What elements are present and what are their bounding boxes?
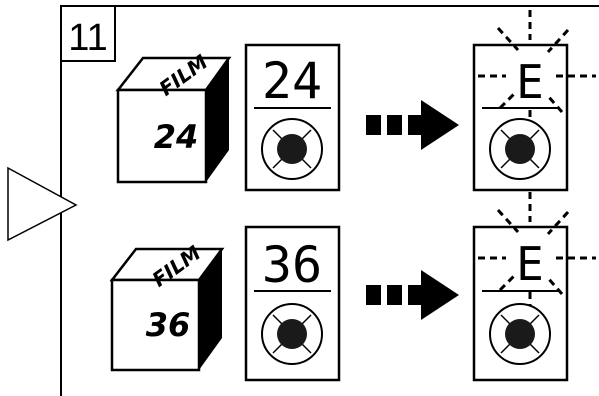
round-shutter-button-icon xyxy=(262,119,322,179)
row-2: FILM 36 36 E xyxy=(112,192,596,380)
round-shutter-button-icon xyxy=(490,304,550,364)
counter-display: E xyxy=(516,237,544,291)
film-cartridge-36: FILM 36 xyxy=(112,241,222,370)
counter-display: 36 xyxy=(262,236,322,294)
step-number: 11 xyxy=(68,17,107,59)
counter-display: 24 xyxy=(262,52,322,110)
cartridge-count: 24 xyxy=(154,118,199,156)
cartridge-count: 36 xyxy=(146,306,191,344)
counter-panel-after: E xyxy=(474,192,596,380)
round-shutter-button-icon xyxy=(490,119,550,179)
triangle-pointer-icon xyxy=(8,168,76,240)
step-number-box: 11 xyxy=(61,6,115,61)
counter-display: E xyxy=(516,55,544,109)
row-1: FILM 24 24 E xyxy=(118,10,596,190)
dashed-right-arrow-icon xyxy=(366,100,459,150)
counter-panel-before: 36 xyxy=(246,227,339,380)
dashed-right-arrow-icon xyxy=(366,270,459,320)
counter-panel-after: E xyxy=(474,10,596,190)
round-shutter-button-icon xyxy=(262,304,322,364)
counter-panel-before: 24 xyxy=(246,45,339,190)
film-cartridge-24: FILM 24 xyxy=(118,50,229,182)
